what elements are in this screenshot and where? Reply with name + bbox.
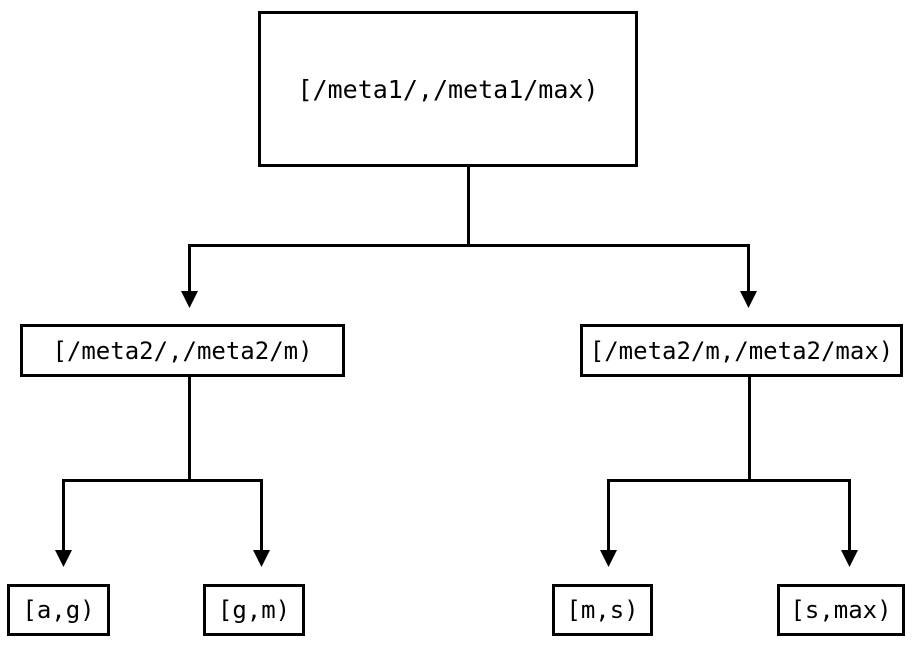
node-leaf-g-m-label: [g,m) bbox=[217, 596, 291, 624]
node-leaf-s-max: [s,max) bbox=[777, 584, 905, 636]
node-leaf-m-s: [m,s) bbox=[552, 584, 653, 636]
edge-midright-to-leaf4 bbox=[749, 479, 858, 567]
edge-root-to-mid-right bbox=[468, 244, 757, 308]
node-root: [/meta1/,/meta1/max) bbox=[258, 11, 638, 167]
edge-root-to-mid-left bbox=[181, 167, 470, 308]
node-leaf-s-max-label: [s,max) bbox=[790, 596, 892, 624]
arrowhead-root-to-mid-right bbox=[740, 291, 757, 308]
edge-midleft-to-leaf1 bbox=[55, 377, 191, 567]
arrowhead-midleft-to-leaf2 bbox=[253, 550, 270, 567]
node-leaf-a-g: [a,g) bbox=[7, 584, 110, 636]
node-mid-right-label: [/meta2/m,/meta2/max) bbox=[589, 336, 894, 365]
node-leaf-g-m: [g,m) bbox=[203, 584, 305, 636]
arrowhead-midleft-to-leaf1 bbox=[55, 550, 72, 567]
node-root-label: [/meta1/,/meta1/max) bbox=[297, 74, 599, 104]
arrowhead-midright-to-leaf4 bbox=[841, 550, 858, 567]
edge-midright-to-leaf3 bbox=[600, 377, 751, 567]
edge-midleft-to-leaf2 bbox=[189, 479, 270, 567]
node-leaf-a-g-label: [a,g) bbox=[22, 596, 95, 624]
arrowhead-root-to-mid-left bbox=[181, 291, 198, 308]
node-mid-left: [/meta2/,/meta2/m) bbox=[20, 324, 345, 377]
node-leaf-m-s-label: [m,s) bbox=[566, 596, 639, 624]
node-mid-right: [/meta2/m,/meta2/max) bbox=[580, 324, 903, 377]
arrowhead-midright-to-leaf3 bbox=[600, 550, 617, 567]
node-mid-left-label: [/meta2/,/meta2/m) bbox=[52, 336, 313, 365]
